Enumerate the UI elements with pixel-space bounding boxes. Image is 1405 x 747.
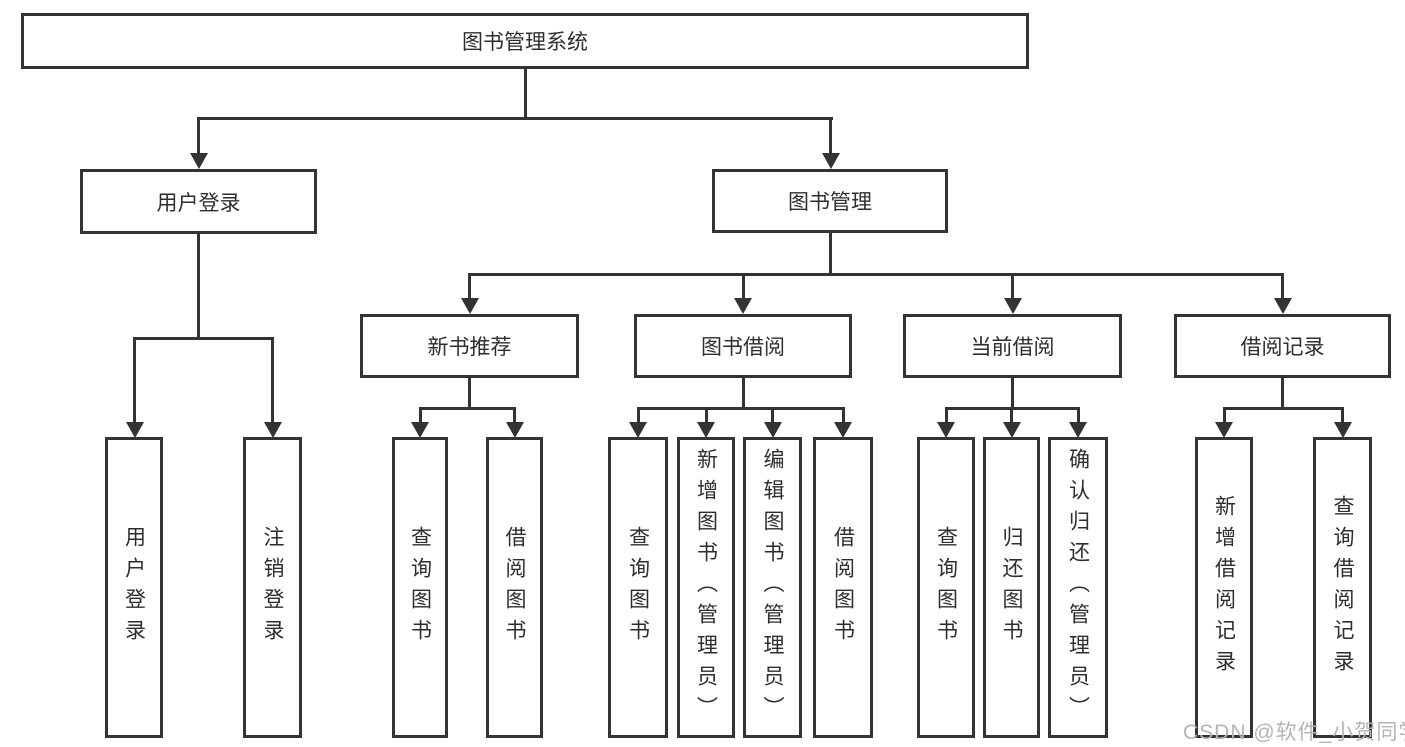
connector-drop-leaf [1341,407,1344,424]
arrow-down-icon [506,422,524,438]
arrow-down-icon [764,422,782,438]
node-book-management: 图书管理 [712,169,948,233]
leaf-current-confirm-return-admin: 确认归还（管理员） [1048,437,1108,738]
leaf-borrowing-borrow-books: 借阅图书 [813,437,873,738]
connector-drop-user-login [197,117,200,155]
connector-drop-leaf [1077,407,1080,424]
node-book-borrowing: 图书借阅 [634,314,852,378]
leaf-borrowing-edit-books-admin: 编辑图书（管理员） [743,437,802,738]
leaf-logout: 注销登录 [243,437,302,738]
connector-borrowing-stem [742,378,745,407]
leaf-newbook-query-books: 查询图书 [392,437,448,738]
connector-borrowing-hline [637,407,845,410]
arrow-down-icon [461,298,479,314]
arrow-down-icon [629,422,647,438]
arrow-down-icon [264,422,282,438]
arrow-down-icon [1003,422,1021,438]
connector-drop-level3 [742,273,745,300]
connector-current-stem [1011,378,1014,407]
connector-root-stem [524,69,527,117]
csdn-watermark: CSDN @软件_小贺同学 [1183,721,1405,744]
connector-drop-leaf [771,407,774,424]
leaf-records-query-record: 查询借阅记录 [1313,437,1372,738]
arrow-down-icon [1069,422,1087,438]
connector-drop-leaf [419,407,422,424]
connector-level2-hline [197,117,833,120]
connector-drop-leaf [1223,407,1226,424]
connector-drop-leaf [945,407,948,424]
connector-drop-leaf [133,337,136,424]
leaf-newbook-borrow-books: 借阅图书 [486,437,543,738]
node-borrow-records: 借阅记录 [1174,314,1391,378]
connector-newbook-hline [419,407,516,410]
connector-records-stem [1281,378,1284,407]
leaf-borrowing-query-books: 查询图书 [608,437,668,738]
connector-drop-leaf [513,407,516,424]
leaf-current-return-books: 归还图书 [983,437,1040,738]
connector-drop-level3 [1281,273,1284,300]
leaf-records-add-record: 新增借阅记录 [1195,437,1253,738]
arrow-down-icon [1004,298,1022,314]
node-user-login: 用户登录 [80,169,317,234]
arrow-down-icon [734,298,752,314]
connector-drop-leaf [637,407,640,424]
arrow-down-icon [834,422,852,438]
connector-drop-leaf [271,337,274,424]
leaf-user-login: 用户登录 [105,437,163,738]
arrow-down-icon [1334,422,1352,438]
arrow-down-icon [190,153,208,169]
node-root: 图书管理系统 [21,13,1029,69]
connector-drop-level3 [1011,273,1014,300]
arrow-down-icon [1274,298,1292,314]
arrow-down-icon [822,153,840,169]
arrow-down-icon [697,422,715,438]
arrow-down-icon [126,422,144,438]
connector-drop-level3 [468,273,471,300]
leaf-borrowing-add-books-admin: 新增图书（管理员） [677,437,735,738]
connector-user-login-hline [133,337,274,340]
connector-drop-leaf [1010,407,1013,424]
connector-drop-book-management [829,117,832,155]
node-new-book-recommend: 新书推荐 [360,314,579,378]
node-current-borrowing: 当前借阅 [903,314,1122,378]
leaf-current-query-books: 查询图书 [917,437,975,738]
arrow-down-icon [1215,422,1233,438]
connector-records-hline [1223,407,1344,410]
connector-level3-hline [468,273,1284,276]
arrow-down-icon [937,422,955,438]
connector-book-management-stem [829,233,832,273]
connector-drop-leaf [705,407,708,424]
arrow-down-icon [411,422,429,438]
connector-newbook-stem [468,378,471,407]
connector-drop-leaf [842,407,845,424]
connector-user-login-stem [197,234,200,337]
